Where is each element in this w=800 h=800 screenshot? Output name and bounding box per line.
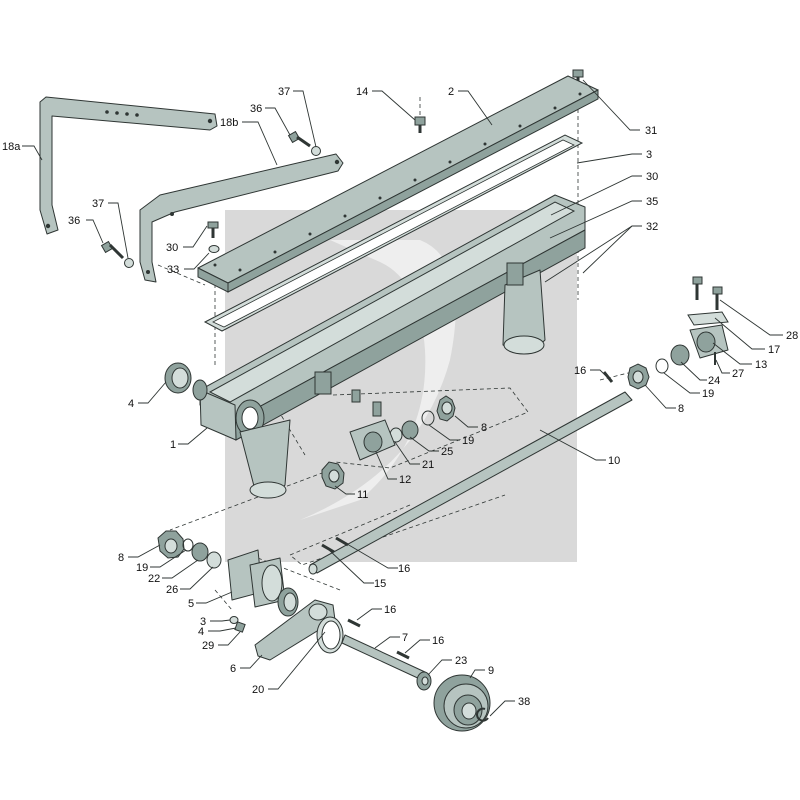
middle-gear-group bbox=[321, 389, 456, 490]
callout-32: 32 bbox=[646, 221, 658, 233]
gasket-3 bbox=[203, 134, 584, 332]
callout-16: 16 bbox=[432, 635, 444, 647]
callout-8: 8 bbox=[678, 403, 684, 415]
bracket-18a bbox=[39, 96, 218, 235]
housing-1 bbox=[192, 194, 586, 499]
shaft-10 bbox=[308, 391, 633, 575]
leader-lines bbox=[22, 79, 783, 717]
callout-3: 3 bbox=[646, 149, 652, 161]
callout-18b: 18b bbox=[220, 117, 238, 129]
callout-1: 1 bbox=[170, 439, 176, 451]
callout-22: 22 bbox=[148, 573, 160, 585]
callout-15: 15 bbox=[374, 578, 386, 590]
callout-20: 20 bbox=[252, 684, 264, 696]
callout-28: 28 bbox=[786, 330, 798, 342]
right-bearing-group bbox=[602, 276, 729, 390]
callout-16: 16 bbox=[384, 604, 396, 616]
callout-37: 37 bbox=[92, 198, 104, 210]
callout-35: 35 bbox=[646, 196, 658, 208]
callout-7: 7 bbox=[402, 632, 408, 644]
callout-16: 16 bbox=[398, 563, 410, 575]
callout-25: 25 bbox=[441, 446, 453, 458]
callout-6: 6 bbox=[230, 663, 236, 675]
callout-16: 16 bbox=[574, 365, 586, 377]
callout-23: 23 bbox=[455, 655, 467, 667]
lower-left-group bbox=[157, 530, 344, 661]
callout-5: 5 bbox=[188, 598, 194, 610]
callout-36: 36 bbox=[250, 103, 262, 115]
bearing-4-upper bbox=[164, 362, 192, 394]
callout-30: 30 bbox=[166, 242, 178, 254]
callout-31: 31 bbox=[645, 125, 657, 137]
callout-10: 10 bbox=[608, 455, 620, 467]
callout-37: 37 bbox=[278, 86, 290, 98]
callout-27: 27 bbox=[732, 368, 744, 380]
callout-38: 38 bbox=[518, 696, 530, 708]
callout-9: 9 bbox=[488, 665, 494, 677]
callout-19: 19 bbox=[462, 435, 474, 447]
callout-19: 19 bbox=[702, 388, 714, 400]
callout-14: 14 bbox=[356, 86, 368, 98]
pulley-group bbox=[321, 536, 491, 732]
callout-12: 12 bbox=[399, 474, 411, 486]
callout-30: 30 bbox=[646, 171, 658, 183]
cover-plate-2 bbox=[197, 75, 599, 293]
bracket-18b bbox=[139, 153, 344, 283]
callout-19: 19 bbox=[136, 562, 148, 574]
callout-24: 24 bbox=[708, 375, 720, 387]
callout-17: 17 bbox=[768, 344, 780, 356]
callout-33: 33 bbox=[167, 264, 179, 276]
callout-8: 8 bbox=[481, 422, 487, 434]
callout-36: 36 bbox=[68, 215, 80, 227]
callout-4: 4 bbox=[128, 398, 134, 410]
callout-8: 8 bbox=[118, 552, 124, 564]
callout-18a: 18a bbox=[2, 141, 21, 153]
callout-29: 29 bbox=[202, 640, 214, 652]
callout-21: 21 bbox=[422, 459, 434, 471]
callout-labels: 18a 36 37 18b 36 37 30 33 14 2 31 3 30 3… bbox=[2, 86, 798, 708]
callout-13: 13 bbox=[755, 359, 767, 371]
callout-4: 4 bbox=[198, 626, 204, 638]
callout-2: 2 bbox=[448, 86, 454, 98]
callout-26: 26 bbox=[166, 584, 178, 596]
callout-11: 11 bbox=[357, 489, 368, 501]
callout-3: 3 bbox=[200, 616, 206, 628]
